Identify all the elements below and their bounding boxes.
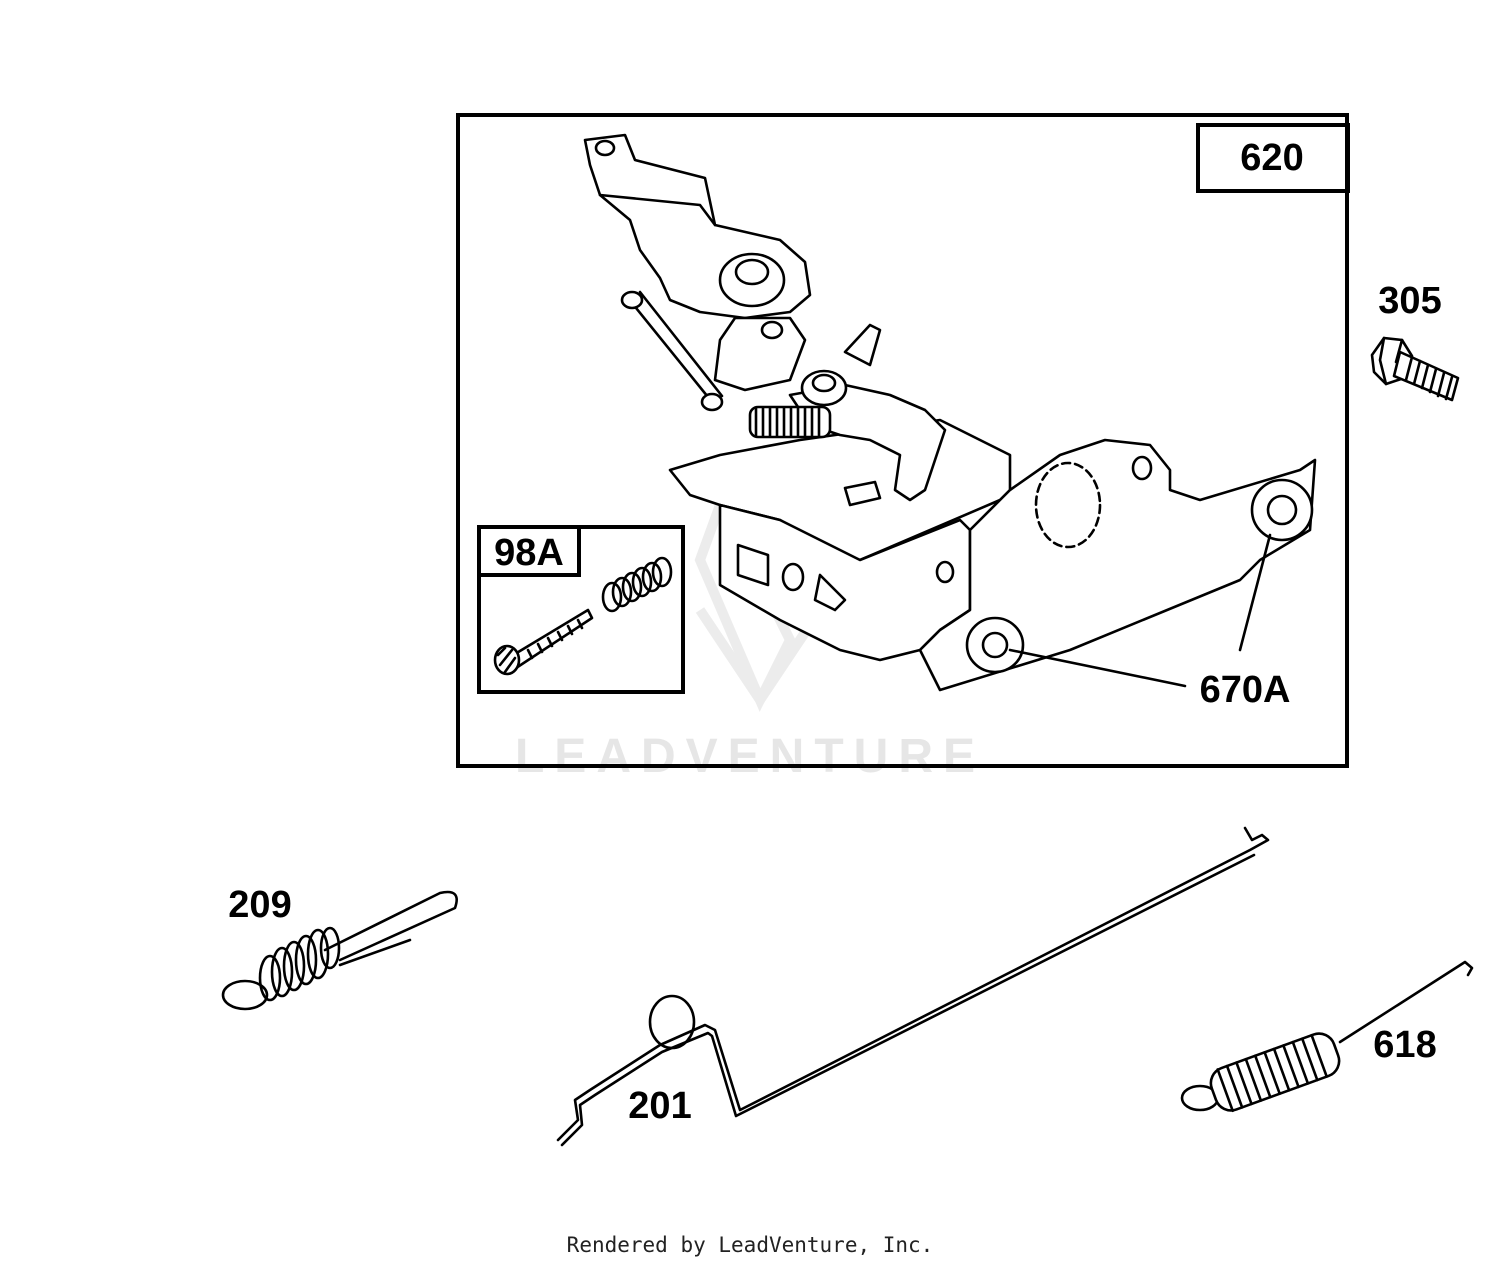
screw-spring-icon xyxy=(601,556,673,613)
watermark: LEADVENTURE xyxy=(515,493,985,783)
part-618-spring-icon xyxy=(1180,960,1474,1113)
label-618: 618 xyxy=(1373,1024,1436,1066)
part-305-bolt-icon xyxy=(1370,336,1460,402)
watermark-text: LEADVENTURE xyxy=(515,730,985,783)
label-98a: 98A xyxy=(494,532,564,574)
control-bracket-icon xyxy=(583,133,1317,692)
label-305: 305 xyxy=(1378,280,1441,322)
label-670a: 670A xyxy=(1200,669,1291,711)
part-209-spring-icon xyxy=(221,890,458,1011)
part-98a-box: 98A xyxy=(477,525,685,694)
part-201-rod-icon xyxy=(556,826,1270,1147)
part-620-box: 620 xyxy=(456,113,1350,768)
label-201: 201 xyxy=(628,1085,691,1127)
footer-credit: Rendered by LeadVenture, Inc. xyxy=(566,1233,934,1257)
adjusting-screw-icon xyxy=(493,608,594,676)
label-620: 620 xyxy=(1240,137,1303,179)
bracket-spring xyxy=(748,405,832,439)
label-209: 209 xyxy=(228,884,291,926)
